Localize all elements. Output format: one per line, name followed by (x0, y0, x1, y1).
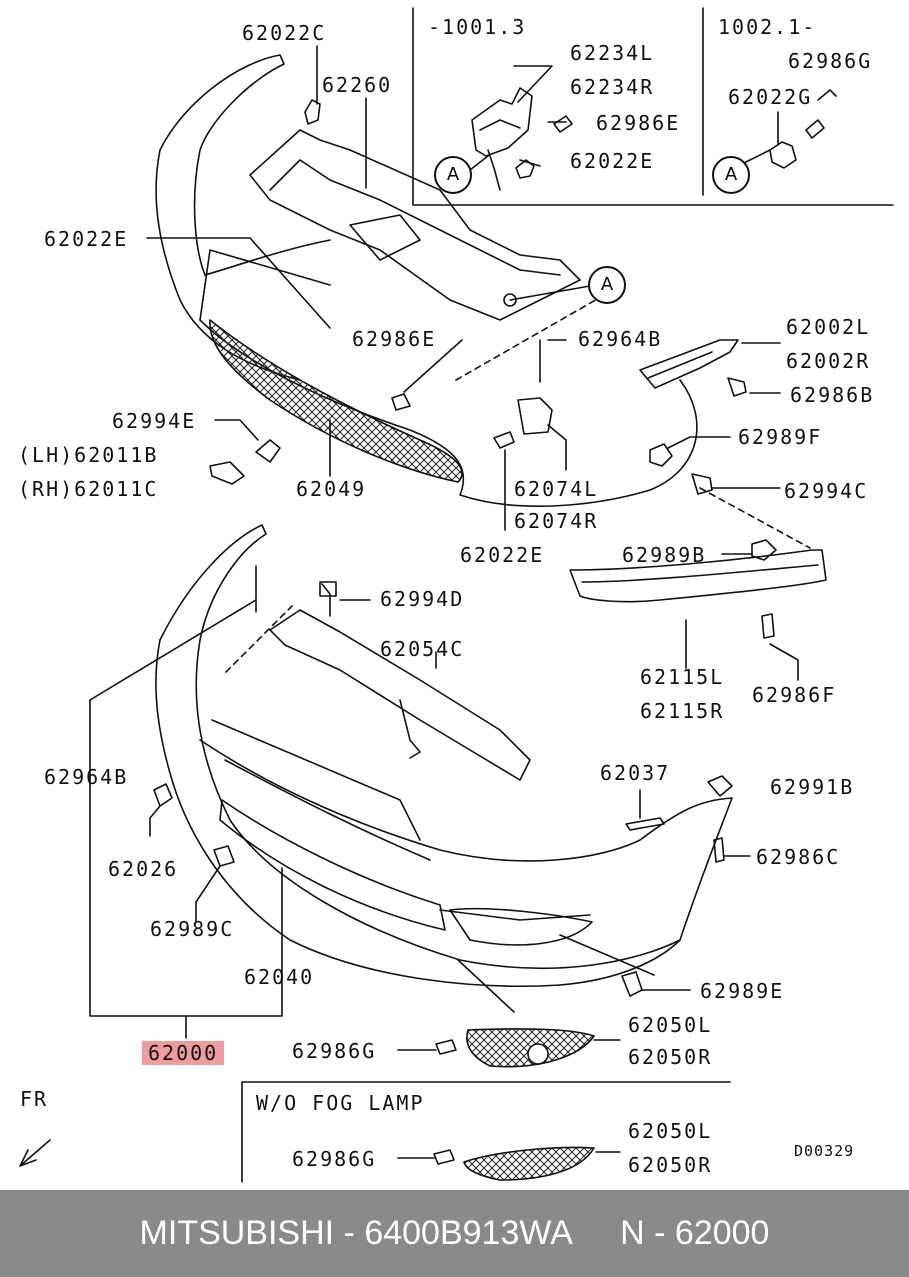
callout-a-main: A (588, 266, 626, 304)
label-inset-62986G: 62986G (788, 49, 873, 73)
no-fog-frame (241, 1081, 731, 1183)
screw-62986G (435, 1039, 457, 1055)
label-62234R: 62234R (570, 75, 655, 99)
parts-diagram (19, 7, 894, 1183)
front-marker: FR (20, 1087, 49, 1111)
screw-62022E (493, 431, 515, 449)
footer-part-number: 6400B913WA (364, 1214, 573, 1252)
inset-left-range: -1001.3 (428, 15, 527, 39)
label-62050R: 62050R (628, 1045, 713, 1069)
footer-reference: N - 62000 (620, 1214, 770, 1252)
label-62989F: 62989F (738, 425, 823, 449)
label-62011C: (RH)62011C (18, 477, 159, 501)
inset-screw-62986E (553, 115, 573, 133)
label-62011B: (LH)62011B (18, 443, 159, 467)
screw-62994E (255, 439, 281, 463)
label-62260: 62260 (322, 73, 393, 97)
callout-a-inset-left: A (434, 156, 472, 194)
fr-arrow (19, 1139, 51, 1167)
screw-62994C (691, 473, 713, 495)
label-62964B-top: 62964B (578, 327, 663, 351)
clip-62989F (649, 443, 673, 467)
screw-62986B (727, 377, 747, 397)
label-62050L-nofog: 62050L (628, 1119, 713, 1143)
clip-62989B (751, 539, 777, 561)
bracket-62002 (639, 339, 739, 389)
inset-bracket-62234 (471, 87, 533, 157)
footer-brand: MITSUBISHI (139, 1214, 335, 1252)
footer-separator: - (334, 1214, 365, 1252)
inset-clip-62022E (515, 159, 535, 179)
label-62000-highlighted[interactable]: 62000 (142, 1041, 225, 1065)
clip-62989C (213, 845, 235, 867)
upper-bumper-outline (159, 54, 285, 276)
label-62002L: 62002L (786, 315, 871, 339)
drawing-code: D00329 (794, 1142, 855, 1160)
label-62050L: 62050L (628, 1013, 713, 1037)
screw-62994D (319, 581, 337, 597)
label-62022G: 62022G (728, 85, 813, 109)
label-62074R: 62074R (514, 509, 599, 533)
strip-62037 (625, 817, 665, 831)
label-inset-62022E: 62022E (570, 149, 655, 173)
label-62986C: 62986C (756, 845, 841, 869)
label-62994C: 62994C (784, 479, 869, 503)
clip-62074 (517, 397, 553, 435)
label-62037: 62037 (600, 761, 671, 785)
screw-62986F (761, 613, 775, 639)
label-62986F: 62986F (752, 683, 837, 707)
label-62040: 62040 (244, 965, 315, 989)
clip-62989E (621, 971, 643, 997)
label-62989C: 62989C (150, 917, 235, 941)
label-62022E-bottom: 62022E (460, 543, 545, 567)
label-62991B: 62991B (770, 775, 855, 799)
label-62026: 62026 (108, 857, 179, 881)
label-62050R-nofog: 62050R (628, 1153, 713, 1177)
no-fog-title: W/O FOG LAMP (256, 1091, 425, 1115)
clip-62026 (153, 783, 173, 807)
label-62054C: 62054C (380, 637, 465, 661)
label-62022E-top: 62022E (44, 227, 129, 251)
inset-clip-62022G (769, 141, 797, 169)
bracket-62260 (249, 129, 581, 321)
footer-bar: MITSUBISHI - 6400B913WA N - 62000 (0, 1190, 909, 1277)
label-62000-text: 62000 (142, 1041, 225, 1065)
label-62964B-bottom: 62964B (44, 765, 129, 789)
label-62986G-nofog: 62986G (292, 1147, 377, 1171)
label-62234L: 62234L (570, 41, 655, 65)
screw-62986C (713, 837, 725, 863)
screw-62986G-nofog (433, 1149, 455, 1165)
clip-62991B (707, 775, 733, 797)
inset-frame (412, 7, 894, 206)
label-62115R: 62115R (640, 699, 725, 723)
callout-a-inset-right: A (712, 156, 750, 194)
label-62986E: 62986E (352, 327, 437, 351)
label-62986G: 62986G (292, 1039, 377, 1063)
label-62022C: 62022C (242, 21, 327, 45)
clip-62011 (209, 461, 245, 485)
footer-gap (573, 1214, 620, 1253)
label-62074L: 62074L (514, 477, 599, 501)
label-62989E: 62989E (700, 979, 785, 1003)
label-inset-62986E: 62986E (596, 111, 681, 135)
label-62049: 62049 (296, 477, 367, 501)
label-62986B: 62986B (790, 383, 875, 407)
grille-62049 (209, 319, 463, 483)
moulding-62115 (569, 549, 827, 603)
label-62115L: 62115L (640, 665, 725, 689)
inset-right-range: 1002.1- (718, 15, 817, 39)
label-62994D: 62994D (380, 587, 465, 611)
grille-62050-nofog (463, 1146, 595, 1181)
bracket-62054C (269, 609, 531, 781)
screw-62986E (391, 393, 411, 411)
label-62989B: 62989B (622, 543, 707, 567)
label-62002R: 62002R (786, 349, 871, 373)
label-62994E: 62994E (112, 409, 197, 433)
